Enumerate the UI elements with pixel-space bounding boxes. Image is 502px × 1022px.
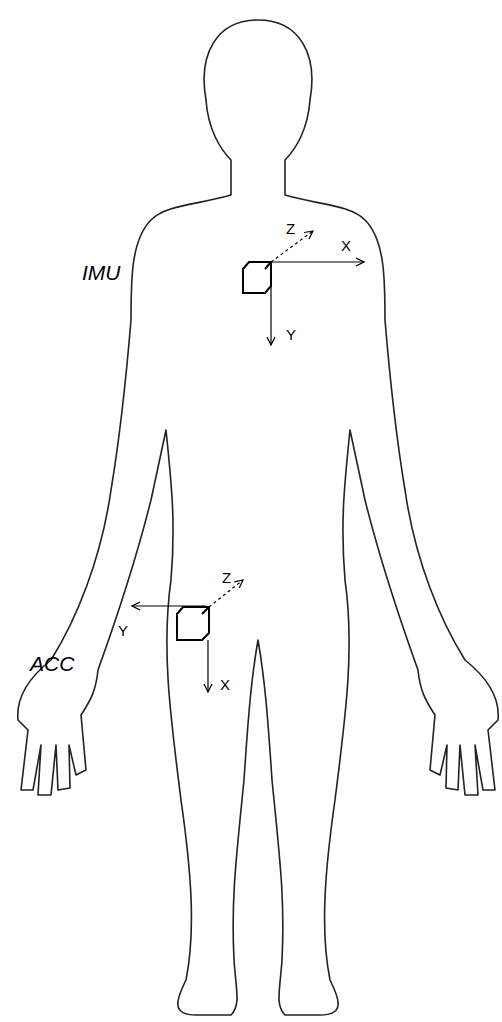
axis-label: Z bbox=[222, 570, 231, 585]
axis-label: Y bbox=[286, 327, 296, 342]
axis-label: Z bbox=[286, 221, 295, 236]
acc-axes bbox=[132, 580, 243, 692]
axis-label: Y bbox=[118, 623, 128, 638]
sensor-label: IMU bbox=[82, 262, 121, 283]
axis-label: X bbox=[341, 238, 351, 253]
body-outline bbox=[18, 20, 498, 1015]
sensor-label: ACC bbox=[30, 653, 74, 674]
axis-label: X bbox=[220, 677, 230, 692]
imu-sensor bbox=[243, 262, 271, 293]
imu-axes bbox=[271, 231, 364, 345]
acc-sensor bbox=[177, 607, 209, 640]
